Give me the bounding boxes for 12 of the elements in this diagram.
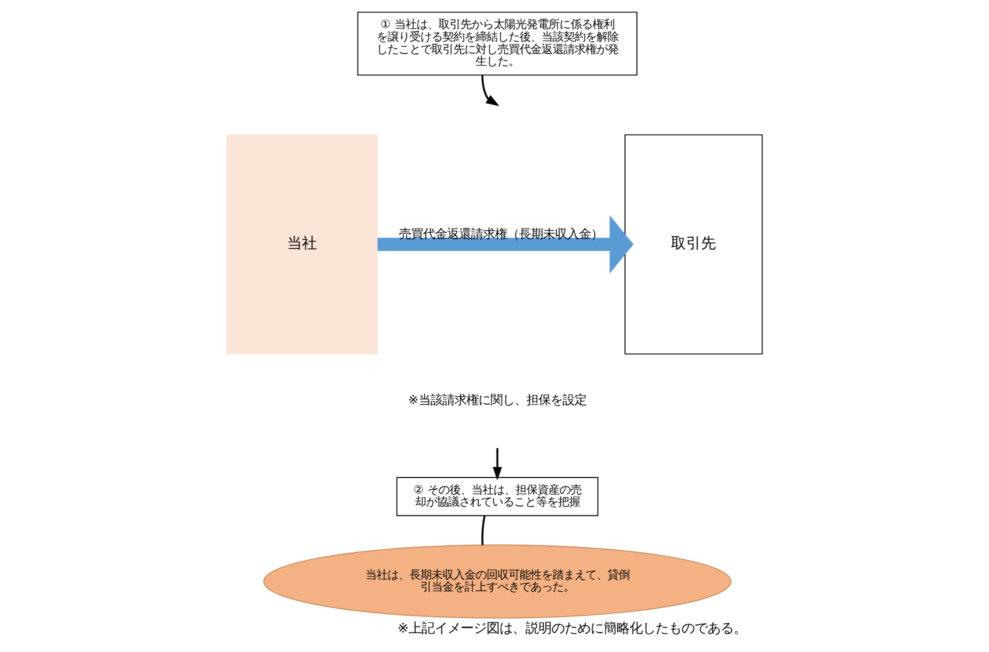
arrow — [481, 75, 500, 106]
label: ※当該請求権に関し、担保を設定 — [408, 392, 587, 407]
caption: ※上記イメージ図は、説明のために簡略化したものである。 — [398, 621, 747, 636]
node-ellipse: 当社は、長期未収入金の回収可能性を踏まえて、貸倒引当金を計上すべきであった。 — [263, 544, 732, 619]
connector — [481, 516, 486, 546]
arrow — [378, 215, 634, 274]
node-box: 当社 — [226, 134, 378, 354]
node-box: ② その後、当社は、担保資産の売却が協議されていること等を把握 — [396, 477, 598, 516]
edge-label: 売買代金返還請求権（長期未収入金） — [399, 227, 604, 242]
node-box: ① 当社は、取引先から太陽光発電所に係る権利を譲り受ける契約を締結した後、当該契約を解除したことで取引先に対し売買代金返還請求権が発生した。 — [357, 12, 638, 76]
node-box: 取引先 — [624, 134, 763, 354]
arrow — [492, 448, 502, 480]
